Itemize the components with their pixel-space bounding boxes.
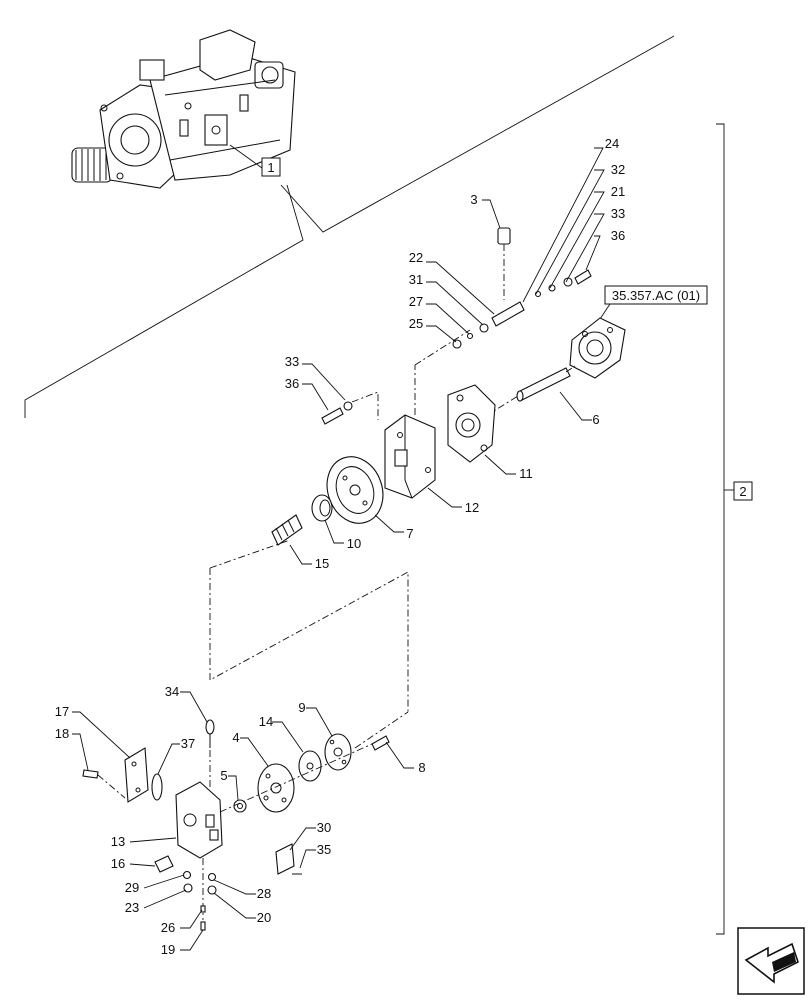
- group-label: 2: [739, 484, 746, 499]
- part-9-plate: [324, 733, 352, 771]
- gear-pump-subassembly: [569, 317, 626, 379]
- part-4-gear: [257, 763, 295, 813]
- part-30-label: [275, 843, 295, 875]
- part-17-cover-plate: [124, 747, 149, 803]
- leader-lines: [72, 147, 605, 951]
- part-5-bearing: [233, 799, 247, 813]
- callout-31: 31: [409, 272, 423, 287]
- part-7-disc: [326, 456, 384, 524]
- callout-23: 23: [125, 900, 139, 915]
- part-20-plug: [207, 885, 217, 895]
- callout-19: 19: [161, 942, 175, 957]
- part-25-seal: [452, 339, 462, 349]
- callout-27: 27: [409, 294, 423, 309]
- reference-label-box: [604, 285, 708, 305]
- part-27-ring: [466, 332, 474, 340]
- callout-8: 8: [418, 760, 425, 775]
- assembly-label: 1: [267, 160, 274, 175]
- part-16-tag: [154, 855, 174, 873]
- arrow-left-icon[interactable]: [737, 927, 805, 995]
- part-28-washer: [207, 872, 217, 882]
- part-12-housing: [384, 414, 436, 499]
- part-14-washer: [298, 750, 322, 782]
- callout-14: 14: [259, 714, 273, 729]
- callout-9: 9: [298, 700, 305, 715]
- part-10-cup: [311, 494, 333, 522]
- part-6-shaft: [516, 367, 571, 402]
- part-19-pin: [200, 921, 206, 931]
- reference-label: 35.357.AC (01): [612, 288, 700, 303]
- callout-29: 29: [125, 880, 139, 895]
- callout-18: 18: [55, 726, 69, 741]
- callout-32: 32: [611, 162, 625, 177]
- callout-15: 15: [315, 556, 329, 571]
- assembly-label-box: [261, 157, 281, 177]
- group-label-box: [733, 481, 753, 501]
- callout-28: 28: [257, 886, 271, 901]
- callout-13: 13: [111, 834, 125, 849]
- callout-30: 30: [317, 820, 331, 835]
- callout-37: 37: [181, 736, 195, 751]
- part-29-washer: [182, 870, 192, 880]
- part-22-stem: [491, 301, 525, 327]
- part-11-flange: [447, 384, 496, 463]
- callout-10: 10: [347, 536, 361, 551]
- callout-21: 21: [611, 184, 625, 199]
- callout-36-top: 36: [611, 228, 625, 243]
- callout-numbers: 3 24 32 21 33 36 22 31 27 25 33 36 6 11 …: [55, 136, 625, 957]
- callout-36-mid: 36: [285, 376, 299, 391]
- part-34-eyebolt: [205, 719, 215, 748]
- callout-3: 3: [470, 192, 477, 207]
- callout-4: 4: [232, 730, 239, 745]
- callout-12: 12: [465, 500, 479, 515]
- callout-5: 5: [220, 768, 227, 783]
- callout-17: 17: [55, 704, 69, 719]
- part-15-spring: [271, 514, 303, 546]
- callout-35: 35: [317, 842, 331, 857]
- part-26-pin: [200, 905, 206, 913]
- callout-6: 6: [592, 412, 599, 427]
- part-18-bolt: [82, 769, 99, 779]
- callout-34: 34: [165, 684, 179, 699]
- callout-25: 25: [409, 316, 423, 331]
- part-32-ring: [548, 284, 556, 292]
- bolt-36-upper: [321, 401, 353, 425]
- callout-26: 26: [161, 920, 175, 935]
- part-37-oring: [151, 773, 163, 801]
- callout-20: 20: [257, 910, 271, 925]
- part-36-bolt: [574, 269, 592, 285]
- part-8-plug: [371, 735, 390, 751]
- part-13-valve-body: [175, 781, 223, 859]
- callout-24: 24: [605, 136, 619, 151]
- callout-16: 16: [111, 856, 125, 871]
- callout-22: 22: [409, 250, 423, 265]
- callout-33-mid: 33: [285, 354, 299, 369]
- main-pump-illustration: [71, 29, 296, 189]
- callout-7: 7: [406, 526, 413, 541]
- callout-11: 11: [519, 466, 533, 481]
- part-3-plug: [497, 227, 511, 245]
- part-31-ring: [479, 323, 489, 333]
- callout-33-top: 33: [611, 206, 625, 221]
